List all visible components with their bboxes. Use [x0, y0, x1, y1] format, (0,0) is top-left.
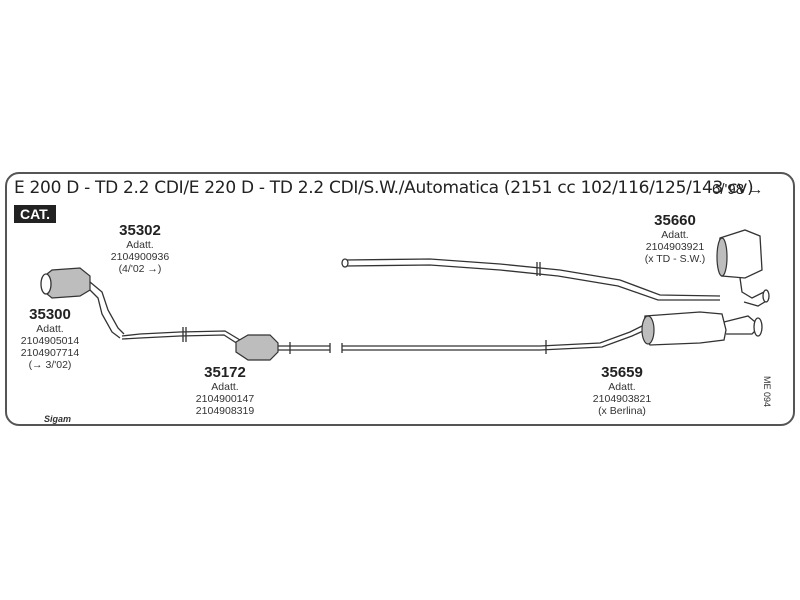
part-note-35660-adatt: Adatt.: [661, 229, 689, 241]
part-note-35172-number1: 2104900147: [195, 393, 255, 405]
date-range: 6/'98 →: [712, 181, 764, 198]
part-note-35659-adatt: Adatt.: [608, 381, 636, 393]
part-note-35660-number: 2104903921: [645, 241, 705, 253]
part-35172-catalyst[interactable]: [235, 334, 331, 361]
part-35660-rear-silencer[interactable]: [341, 229, 770, 307]
part-note-35302-number: 2104900936: [110, 251, 170, 263]
part-note-35659-number: 2104903821: [592, 393, 652, 405]
part-note-35172-adatt: Adatt.: [211, 381, 239, 393]
part-code-35300: 35300: [29, 306, 71, 323]
vehicle-title: E 200 D - TD 2.2 CDI/E 220 D - TD 2.2 CD…: [14, 178, 754, 198]
part-35659-rear-silencer[interactable]: [341, 311, 763, 354]
diagram-frame: [5, 172, 795, 426]
part-code-35659: 35659: [601, 364, 643, 381]
brand-logo: Sigam: [44, 414, 72, 424]
diagram-reference: ME 094: [762, 376, 772, 408]
part-note-35172-number2: 2104908319: [195, 405, 255, 417]
part-note-35300-number2: 2104907714: [20, 347, 80, 359]
part-note-35302-range: (4/'02 →): [118, 263, 162, 275]
part-note-35660-variant: (x TD - S.W.): [644, 253, 706, 265]
part-note-35300-adatt: Adatt.: [36, 323, 64, 335]
cat-badge: CAT.: [14, 205, 57, 223]
part-35302-pipe[interactable]: [121, 327, 241, 345]
part-code-35302: 35302: [119, 222, 161, 239]
part-code-35172: 35172: [204, 364, 246, 381]
part-35300-catalyst[interactable]: [40, 267, 125, 339]
part-note-35659-variant: (x Berlina): [598, 405, 646, 417]
part-note-35300-number1: 2104905014: [20, 335, 80, 347]
part-note-35302-adatt: Adatt.: [126, 239, 154, 251]
part-note-35300-range: (→ 3/'02): [28, 359, 72, 371]
part-code-35660: 35660: [654, 212, 696, 229]
